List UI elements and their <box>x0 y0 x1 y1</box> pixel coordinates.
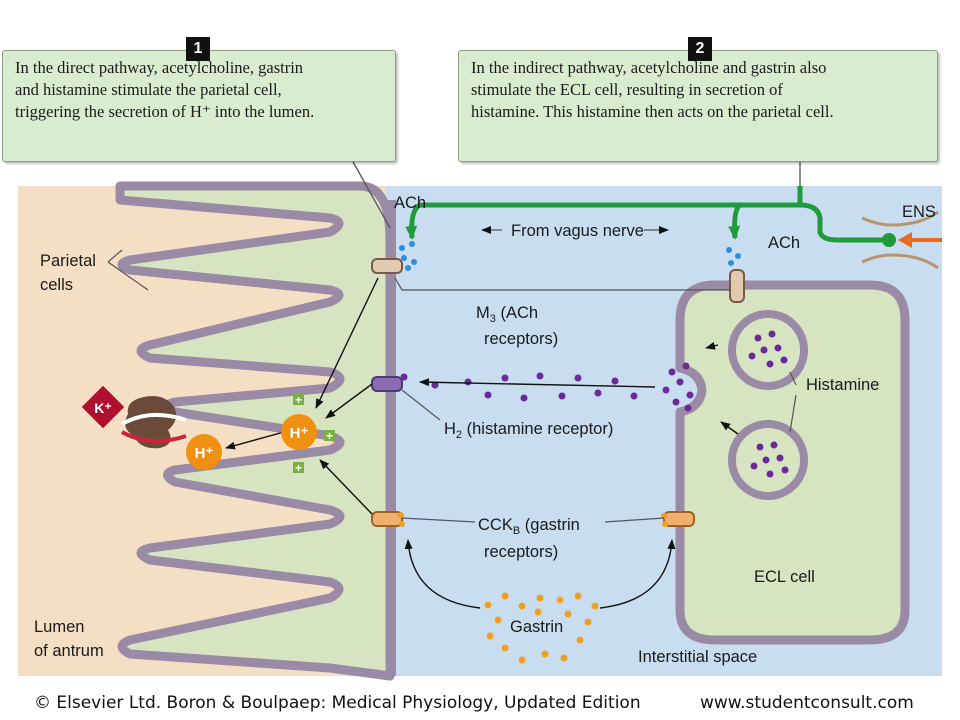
label-cckb: CCKB (gastrin <box>478 516 580 537</box>
arrow-m3-to-h <box>315 277 379 409</box>
ens-fiber <box>799 202 888 243</box>
arrow-gastrin-ecl <box>599 539 676 609</box>
arrow-cck-to-h <box>319 459 373 515</box>
label-ach-top: ACh <box>394 194 426 212</box>
callout-1-pointer <box>351 159 391 229</box>
label-ach-ecl: ACh <box>768 234 800 252</box>
ens-neuron-top <box>861 210 939 227</box>
leader-h2 <box>401 389 441 421</box>
label-h-ion-cell: H⁺ <box>290 425 309 442</box>
arrow-h2-to-h <box>325 383 373 419</box>
arrow-histamine-diffuse <box>419 378 656 388</box>
arrow-vesicle-lower <box>720 421 739 435</box>
arrow-h-to-pump <box>225 431 285 450</box>
m3-receptor-ecl <box>729 269 745 303</box>
vagus-nerve-branch <box>728 202 742 240</box>
leader-cck-left <box>401 517 476 523</box>
label-m3: M3 (ACh <box>476 304 538 325</box>
plus-sign-right: + <box>326 429 333 443</box>
gastrin-dots <box>484 592 599 664</box>
credit-line: © Elsevier Ltd. Boron & Boulpaep: Medica… <box>0 690 960 720</box>
cckb-receptor-parietal <box>371 511 403 527</box>
leader-cck-right <box>604 517 665 523</box>
label-cells: cells <box>40 276 73 294</box>
h-ion-ball-lumen <box>186 434 222 470</box>
histamine-vesicle-upper <box>728 310 808 390</box>
label-histamine: Histamine <box>806 376 879 394</box>
label-m3-receptors: receptors) <box>484 330 558 348</box>
cckb-receptor-ecl <box>663 511 695 527</box>
ens-neuron-soma <box>882 233 896 247</box>
plus-sign-top: + <box>295 393 302 407</box>
label-gastrin: Gastrin <box>510 618 563 636</box>
credit-copyright: © Elsevier Ltd. Boron & Boulpaep: Medica… <box>34 693 641 713</box>
callout-2-text: In the indirect pathway, acetylcholine a… <box>471 58 834 121</box>
parietal-basolateral-membrane <box>386 200 396 676</box>
ens-neuron-bottom <box>861 253 939 270</box>
label-cckb-receptors: receptors) <box>484 543 558 561</box>
vesicle-histamine-dots <box>748 330 789 478</box>
label-k-ion: K⁺ <box>94 400 112 416</box>
label-ens: ENS <box>902 203 936 221</box>
arrow-vesicle-upper <box>705 341 719 350</box>
proton-pump <box>125 396 177 449</box>
label-h-ion-lumen: H⁺ <box>195 445 214 462</box>
credit-website: www.studentconsult.com <box>700 693 914 713</box>
leader-histamine-lower <box>789 394 797 433</box>
ens-arrow <box>898 232 912 248</box>
callout-direct-pathway: In the direct pathway, acetylcholine, ga… <box>2 50 396 162</box>
callout-2-number: 2 <box>688 37 712 61</box>
vagus-nerve-fiber <box>405 186 803 240</box>
k-ion-badge <box>81 385 125 429</box>
exocytosis-histamine-dots <box>662 362 694 412</box>
plus-sign-bottom: + <box>295 461 302 475</box>
label-lumen: Lumen <box>34 618 84 636</box>
callout-1-number: 1 <box>186 37 210 61</box>
label-of-antrum: of antrum <box>34 642 104 660</box>
leader-parietal <box>107 249 149 291</box>
label-ecl-cell: ECL cell <box>754 568 815 586</box>
h2-receptor <box>371 376 403 392</box>
leader-m3 <box>394 277 730 291</box>
diffusing-histamine-dots <box>431 372 638 402</box>
label-interstitial: Interstitial space <box>638 648 757 666</box>
label-parietal: Parietal <box>40 252 96 270</box>
callout-indirect-pathway: In the indirect pathway, acetylcholine a… <box>458 50 938 162</box>
arrow-gastrin-parietal <box>404 539 481 609</box>
diagram-canvas: Parietal cells Lumen of antrum ACh ACh F… <box>18 159 942 681</box>
label-from-vagus: From vagus nerve <box>511 222 644 240</box>
plus-signs <box>293 394 335 473</box>
label-h2: H2 (histamine receptor) <box>444 420 613 441</box>
callout-1-text: In the direct pathway, acetylcholine, ga… <box>15 58 315 121</box>
leader-histamine-upper <box>789 371 797 386</box>
h-ion-ball-cell <box>281 414 317 450</box>
m3-receptor <box>371 258 403 274</box>
